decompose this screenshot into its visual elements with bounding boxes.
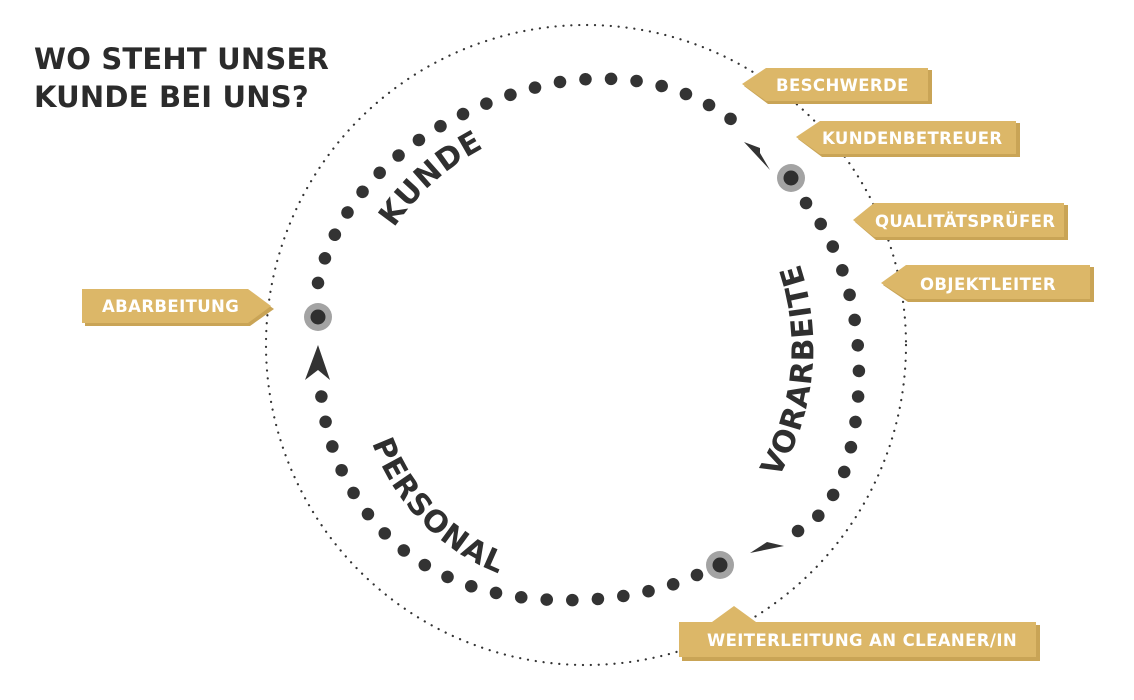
tag-objektleiter-label: OBJEKTLEITER bbox=[920, 275, 1056, 294]
node-bottom bbox=[706, 551, 734, 579]
stage-label-kunde: KUNDE bbox=[372, 124, 488, 233]
tag-abarbeitung-label: ABARBEITUNG bbox=[102, 297, 239, 316]
tag-abarbeitung: ABARBEITUNG bbox=[82, 289, 274, 326]
tag-beschwerde: BESCHWERDE bbox=[742, 68, 932, 104]
tag-qualitaetspruefer-label: QUALITÄTSPRÜFER bbox=[875, 212, 1055, 231]
tag-kundenbetreuer-label: KUNDENBETREUER bbox=[822, 129, 1003, 148]
title-line-1: WO STEHT UNSER bbox=[34, 42, 330, 76]
page-title: WO STEHT UNSER KUNDE BEI UNS? bbox=[34, 40, 329, 116]
arrowhead-bottom bbox=[750, 542, 784, 553]
tag-weiterleitung: WEITERLEITUNG AN CLEANER/IN bbox=[679, 606, 1040, 661]
outer-dotted-ring bbox=[264, 23, 908, 667]
segment-kunde bbox=[311, 72, 749, 290]
tag-beschwerde-label: BESCHWERDE bbox=[776, 76, 909, 95]
arrowhead-top-right bbox=[744, 142, 770, 170]
node-top-right bbox=[777, 164, 805, 192]
tag-objektleiter: OBJEKTLEITER bbox=[881, 265, 1094, 302]
segment-personal bbox=[314, 386, 704, 607]
tag-weiterleitung-label: WEITERLEITUNG AN CLEANER/IN bbox=[707, 631, 1017, 650]
inner-dotted-cycle bbox=[311, 72, 866, 607]
stage-label-vorarbeiter: VORARBEITER bbox=[0, 0, 821, 482]
stage-label-personal: PERSONAL bbox=[364, 433, 510, 582]
node-left bbox=[304, 303, 332, 331]
tag-kundenbetreuer: KUNDENBETREUER bbox=[796, 121, 1020, 157]
tag-qualitaetspruefer: QUALITÄTSPRÜFER bbox=[853, 203, 1068, 240]
arrowhead-left bbox=[305, 345, 330, 380]
segment-vorarbeiter bbox=[778, 196, 866, 540]
title-line-2: KUNDE BEI UNS? bbox=[34, 80, 309, 114]
